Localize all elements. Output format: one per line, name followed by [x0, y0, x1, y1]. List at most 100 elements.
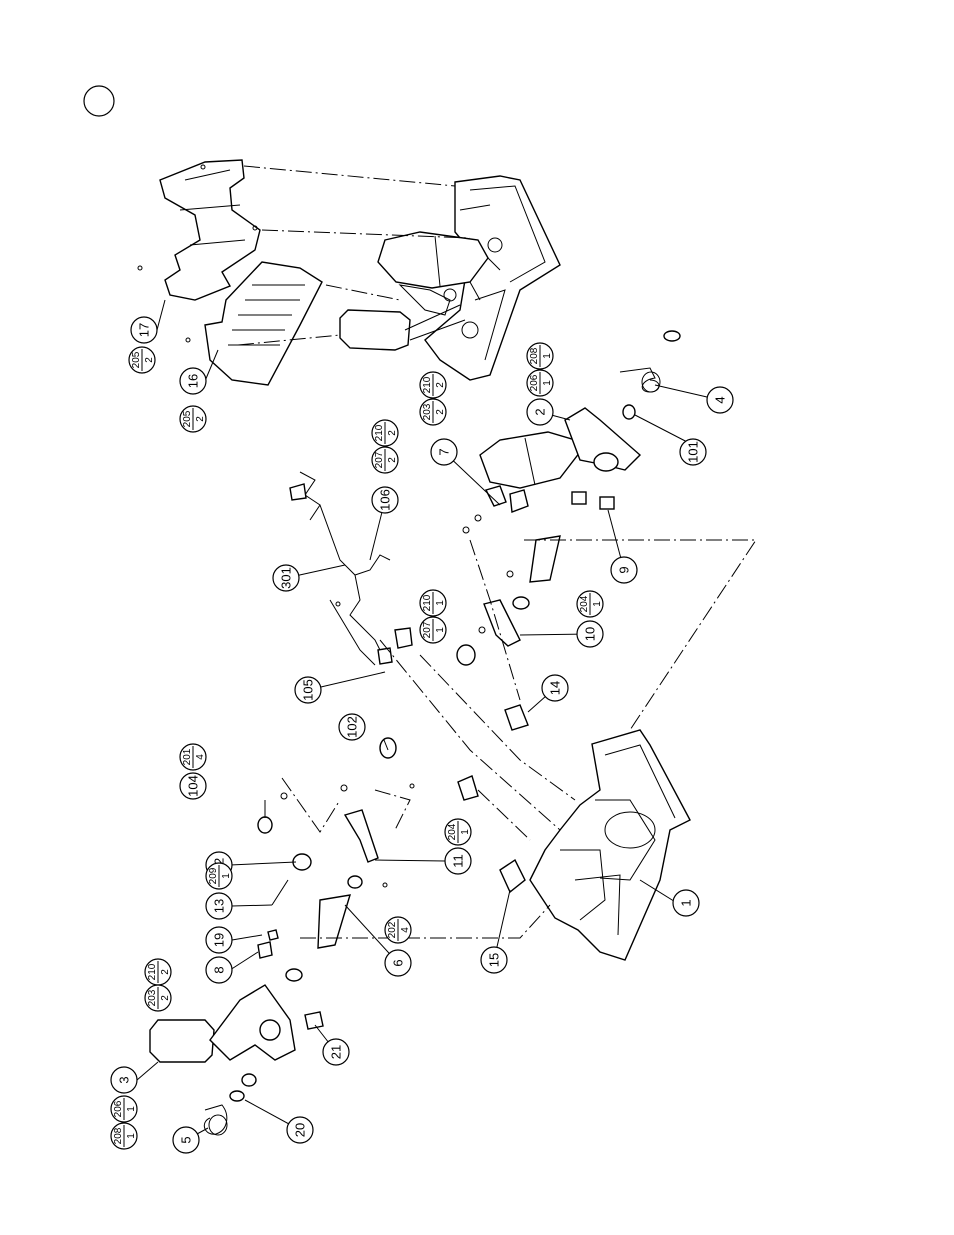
alignment-line — [326, 285, 400, 300]
fraction-quantity: 1 — [221, 873, 232, 879]
callout-number: 106 — [378, 489, 393, 511]
fraction-part-number: 205 — [131, 351, 142, 368]
main-base-drawing — [530, 730, 690, 960]
fraction-part-number: 205 — [182, 410, 193, 427]
callout-3: 3 — [111, 1067, 137, 1093]
callout-11: 11 — [445, 848, 471, 874]
fraction-label: 2032 — [420, 399, 446, 425]
fraction-quantity: 2 — [144, 357, 155, 363]
assembled-unit-drawing — [138, 160, 560, 385]
fraction-quantity: 1 — [435, 627, 446, 633]
leader-lines — [137, 300, 720, 1140]
alignment-line — [244, 166, 455, 186]
callout-101: 101 — [680, 439, 706, 465]
alignment-line — [282, 778, 340, 832]
fraction-label: 2061 — [527, 370, 553, 396]
alignment-line — [375, 790, 410, 830]
callout-number: 7 — [437, 448, 452, 455]
callout-number: 10 — [583, 627, 598, 641]
fraction-label: 2052 — [129, 347, 155, 373]
callout-2: 2 — [527, 399, 553, 425]
fraction-quantity: 2 — [435, 382, 446, 388]
callout-number: 101 — [686, 441, 701, 463]
fraction-part-number: 207 — [422, 621, 433, 638]
fraction-part-number: 203 — [422, 403, 433, 420]
callout-19: 19 — [206, 927, 232, 953]
fraction-quantity: 2 — [435, 409, 446, 415]
callout-number: 9 — [617, 566, 632, 573]
callout-6: 6 — [385, 950, 411, 976]
callout-16: 16 — [180, 368, 206, 394]
fraction-part-number: 203 — [147, 989, 158, 1006]
callout-number: 11 — [451, 854, 466, 868]
callout-104: 104 — [180, 773, 206, 799]
callout-5: 5 — [173, 1127, 199, 1153]
fraction-quantity: 1 — [542, 380, 553, 386]
fraction-quantity: 1 — [592, 601, 603, 607]
figure-index-circle — [84, 86, 114, 116]
callout-number: 15 — [487, 953, 502, 967]
alignment-line — [524, 540, 756, 730]
fraction-quantity: 1 — [542, 353, 553, 359]
callout-7: 7 — [431, 439, 457, 465]
fraction-part-number: 210 — [422, 376, 433, 393]
callout-number: 17 — [137, 323, 152, 337]
callout-number: 2 — [533, 408, 548, 415]
fraction-part-number: 204 — [579, 595, 590, 612]
fraction-quantity: 1 — [460, 829, 471, 835]
fraction-label: 2101 — [420, 590, 446, 616]
fraction-quantity: 2 — [195, 416, 206, 422]
fraction-quantity: 4 — [400, 927, 411, 933]
part-14-drawing — [505, 705, 528, 730]
callout-13: 13 — [206, 893, 232, 919]
callout-10: 10 — [577, 621, 603, 647]
fraction-part-number: 208 — [113, 1127, 124, 1144]
fraction-label: 2041 — [577, 591, 603, 617]
fraction-part-number: 208 — [529, 347, 540, 364]
callout-number: 105 — [301, 679, 316, 701]
callout-number: 14 — [548, 681, 563, 695]
fraction-quantity: 1 — [435, 600, 446, 606]
fraction-part-number: 206 — [113, 1100, 124, 1117]
fraction-quantity: 1 — [126, 1106, 137, 1112]
callout-21: 21 — [323, 1039, 349, 1065]
callout-number: 3 — [117, 1076, 132, 1083]
fraction-part-number: 210 — [422, 594, 433, 611]
alignment-line — [380, 640, 560, 830]
callout-number: 5 — [179, 1136, 194, 1143]
fraction-label: 2052 — [180, 406, 206, 432]
fraction-quantity: 2 — [387, 457, 398, 463]
callout-15: 15 — [481, 947, 507, 973]
alignment-line — [478, 790, 530, 840]
callout-number: 4 — [713, 396, 728, 403]
callout-1: 1 — [673, 890, 699, 916]
callout-4: 4 — [707, 387, 733, 413]
callout-17: 17 — [131, 317, 157, 343]
fraction-part-number: 204 — [447, 823, 458, 840]
callout-number: 13 — [212, 899, 227, 913]
callout-number: 16 — [186, 374, 201, 388]
callout-14: 14 — [542, 675, 568, 701]
fraction-part-number: 206 — [529, 374, 540, 391]
fraction-part-number: 209 — [208, 867, 219, 884]
callout-number: 102 — [345, 716, 360, 738]
callout-number: 8 — [212, 966, 227, 973]
callout-20: 20 — [287, 1117, 313, 1143]
callout-8: 8 — [206, 957, 232, 983]
callout-106: 106 — [372, 487, 398, 513]
right-pedal-drawing — [457, 331, 680, 665]
fraction-quantity: 1 — [126, 1133, 137, 1139]
fraction-part-number: 201 — [182, 748, 193, 765]
fraction-part-number: 210 — [147, 963, 158, 980]
callout-number: 6 — [391, 959, 406, 966]
